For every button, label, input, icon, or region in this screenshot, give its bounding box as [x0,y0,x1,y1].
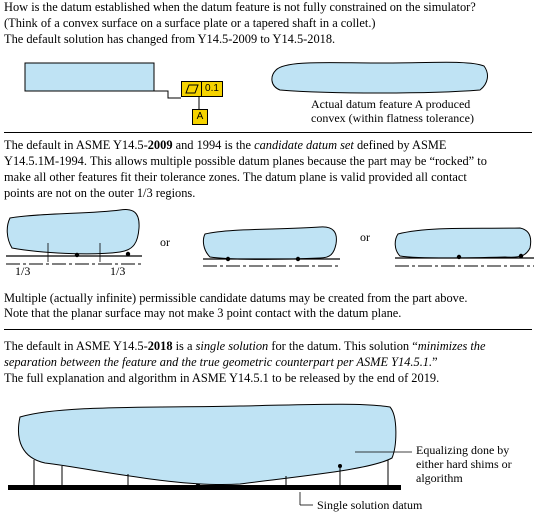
contact-point [295,256,301,262]
single-solution-label: Single solution datum [317,498,423,512]
or-label-2: or [360,230,370,244]
divider [4,132,532,133]
feature-control-frame: 0.1 [181,81,223,97]
intro-line-3: The default solution has changed from Y1… [4,32,336,46]
intro-line-1: How is the datum established when the da… [4,0,476,14]
contact-point [456,254,462,260]
datum-feature-symbol: A [192,109,208,125]
third-label-1: 1/3 [15,264,31,278]
fcf-tolerance: 0.1 [205,83,219,94]
single-solution-part [17,403,397,486]
nominal-datum-feature [24,62,155,92]
section2-line-2: Y14.5.1M-1994. This allows multiple poss… [4,154,487,168]
equalizing-label-2: either hard shims or [416,457,512,471]
single-solution-datum-plane [8,485,401,490]
section3-line-3: The full explanation and algorithm in AS… [4,371,440,385]
section2-line-4: points are not on the outer 1/3 regions. [4,186,196,200]
contact-point [518,253,524,259]
divider [4,329,532,330]
actual-caption-2: convex (within flatness tolerance) [311,111,474,125]
contact-point [195,483,201,489]
candidate-part-2 [202,226,337,260]
multiple-line-2: Note that the planar surface may not mak… [4,306,402,320]
intro-line-2: (Think of a convex surface on a surface … [4,16,376,30]
contact-point [338,464,342,468]
contact-point [125,251,131,257]
section3-line-2: separation between the feature and the t… [4,355,438,369]
actual-datum-feature [271,61,488,94]
section2-line-3: make all other features fit their tolera… [4,170,467,184]
equalizing-label-3: algorithm [416,471,463,485]
equalizing-shims [33,460,389,485]
equalizing-label-1: Equalizing done by [416,443,510,457]
third-label-2: 1/3 [110,264,126,278]
multiple-line-1: Multiple (actually infinite) permissible… [4,291,468,305]
section3-line-1: The default in ASME Y14.5-2018 is a sing… [4,339,486,353]
actual-caption-1: Actual datum feature A produced [311,97,471,111]
candidate-part-1 [6,209,140,255]
contact-point [74,252,80,258]
or-label-1: or [160,235,170,249]
fcf-leader [154,90,181,99]
contact-point [225,256,231,262]
section2-line-1: The default in ASME Y14.5-2009 and 1994 … [4,138,447,152]
flatness-symbol-icon [182,82,202,96]
candidate-part-3 [394,227,532,259]
